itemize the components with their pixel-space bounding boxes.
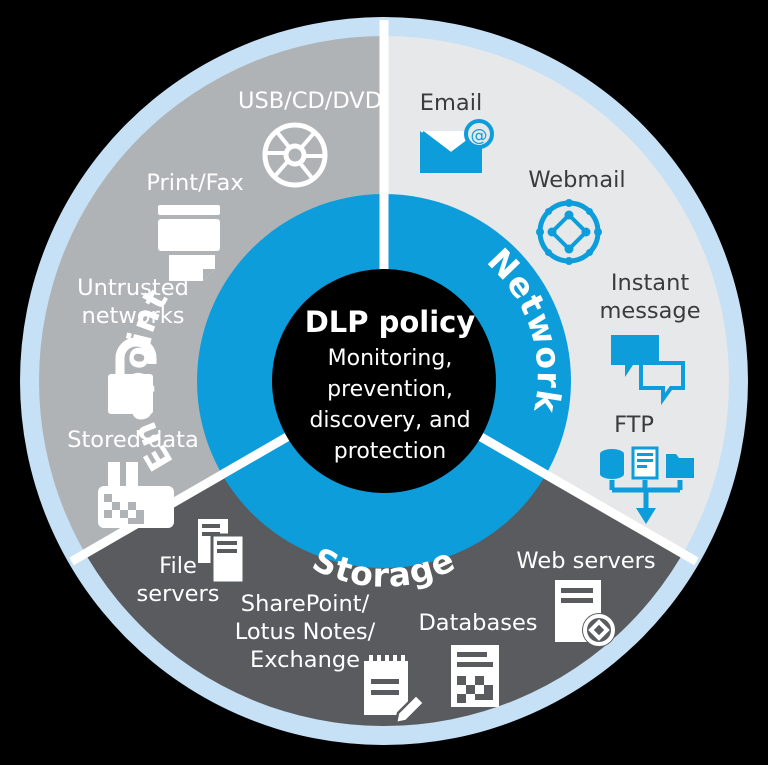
- item-email-label: Email: [420, 90, 482, 116]
- item-web-servers[interactable]: Web servers: [516, 548, 656, 647]
- item-databases[interactable]: Databases: [418, 610, 538, 707]
- item-file-servers-label-line-1: File: [159, 553, 197, 579]
- item-usb-cd-dvd[interactable]: USB/CD/DVD: [238, 88, 382, 188]
- disc-icon: [262, 122, 328, 188]
- item-untrusted-networks-label-line-1: Untrusted: [77, 275, 189, 301]
- item-sharepoint-label-line-1: SharePoint/: [241, 591, 370, 617]
- chat-bubbles-icon: [611, 335, 685, 406]
- item-webmail[interactable]: Webmail: [528, 167, 626, 265]
- item-instant-message-label-line-1: Instant: [611, 270, 689, 296]
- item-untrusted-networks-label-line-2: networks: [81, 303, 184, 329]
- item-webmail-label: Webmail: [528, 167, 625, 193]
- file-servers-icon: [198, 519, 246, 585]
- center-hub: [272, 269, 496, 493]
- web-server-icon: [555, 580, 616, 647]
- printer-icon: [158, 205, 220, 281]
- globe-network-icon: [536, 199, 602, 265]
- item-sharepoint-label-line-3: Exchange: [250, 647, 360, 673]
- item-ftp-label: FTP: [614, 412, 654, 438]
- notepad-pencil-icon: [364, 655, 426, 725]
- item-ftp[interactable]: FTP: [600, 412, 694, 524]
- item-instant-message-label-line-2: message: [599, 298, 700, 324]
- svg-text:@: @: [471, 126, 488, 146]
- unlocked-padlock-icon: [108, 337, 157, 414]
- ftp-transfer-icon: [600, 446, 694, 524]
- center-subtitle-line-2: prevention,: [327, 377, 453, 402]
- item-databases-label: Databases: [418, 610, 537, 636]
- item-stored-data-label: Stored data: [67, 427, 199, 453]
- item-instant-message[interactable]: Instant message: [599, 270, 701, 406]
- item-file-servers-label-line-2: servers: [137, 581, 220, 607]
- email-envelope-icon: @: [420, 119, 494, 173]
- item-stored-data[interactable]: Stored data: [67, 427, 199, 528]
- center-heading: DLP policy: [305, 305, 476, 339]
- item-print-fax-label: Print/Fax: [146, 170, 243, 196]
- item-usb-cd-dvd-label: USB/CD/DVD: [238, 88, 382, 114]
- center-subtitle-line-1: Monitoring,: [328, 346, 453, 371]
- item-untrusted-networks[interactable]: Untrusted networks: [77, 275, 189, 414]
- item-sharepoint-label-line-2: Lotus Notes/: [235, 619, 376, 645]
- stored-data-icon: [98, 462, 174, 528]
- center-subtitle-line-4: protection: [334, 439, 446, 464]
- database-document-icon: [451, 645, 499, 707]
- center-text-block: DLP policy Monitoring, prevention, disco…: [305, 305, 476, 464]
- item-print-fax[interactable]: Print/Fax: [146, 170, 244, 281]
- item-web-servers-label: Web servers: [516, 548, 655, 574]
- item-sharepoint-lotus-exchange[interactable]: SharePoint/ Lotus Notes/ Exchange: [235, 591, 426, 725]
- item-email[interactable]: Email @: [420, 90, 494, 173]
- item-file-servers[interactable]: File servers: [137, 519, 246, 607]
- center-subtitle-line-3: discovery, and: [309, 408, 470, 433]
